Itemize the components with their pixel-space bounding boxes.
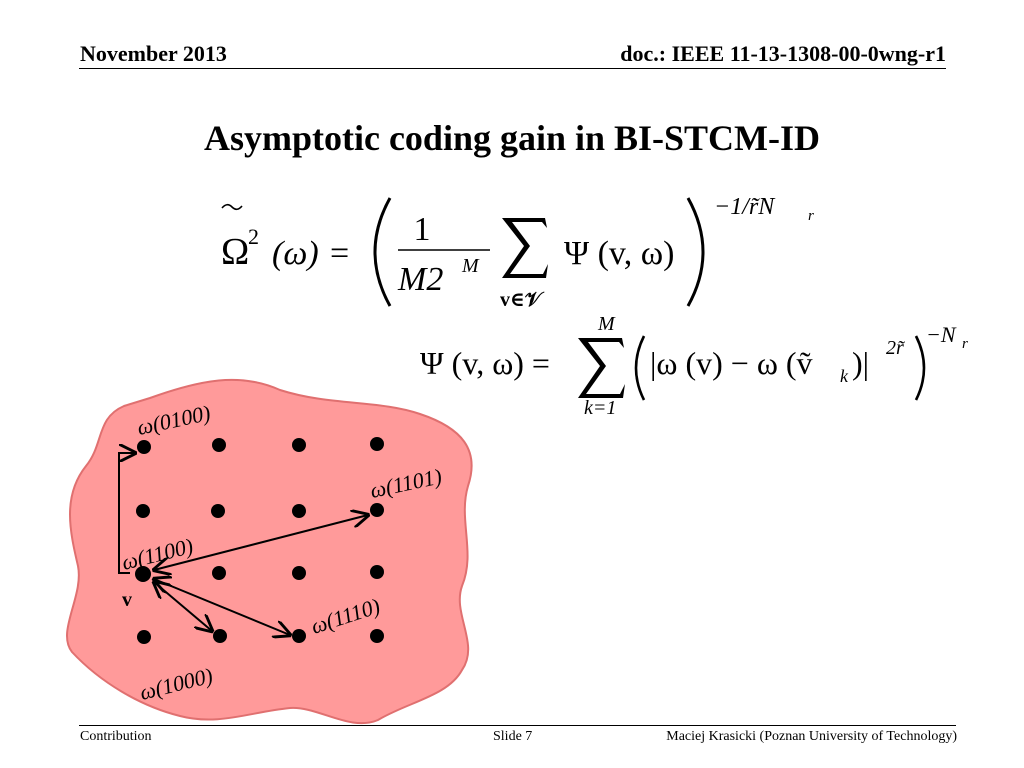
left-paren [373, 197, 392, 307]
eq1-frac-den-sup: M [461, 255, 480, 277]
eq1-exponent: −1/r̃N [714, 194, 776, 220]
eq1-lhs-sup: 2 [248, 224, 259, 249]
header-date: November 2013 [80, 41, 227, 66]
eq2-left-paren [634, 335, 646, 401]
point [370, 565, 384, 579]
point [136, 504, 150, 518]
eq1-lhs-arg: (ω) [272, 235, 319, 272]
eq1-exponent-sub: r [808, 208, 814, 224]
coding-gain-equation: Ω 2 (ω) = 1 M2 M v∈𝒱 Ψ (v, ω) −1/r̃N r [221, 194, 814, 311]
sum-sigma-2 [578, 338, 625, 398]
reference-point-v [135, 566, 151, 582]
eq2-lhs: Ψ (v, ω) = [420, 345, 550, 381]
point [292, 629, 306, 643]
point [137, 630, 151, 644]
point [370, 503, 384, 517]
arrow-to-1110 [154, 579, 290, 635]
distance-arrows [118, 453, 368, 635]
constellation-diagram: ω(0100) ω(1101) ω(1100) v ω(1110) ω(1000… [66, 378, 473, 725]
header-divider [79, 68, 946, 69]
footer-slide-number: Slide 7 [493, 729, 533, 744]
point [370, 437, 384, 451]
tilde-mark [221, 203, 243, 211]
point [212, 566, 226, 580]
eq2-right-paren [914, 335, 926, 401]
eq2-exponent: −N [926, 322, 957, 347]
eq2-body: |ω (v) − ω (ṽ [650, 345, 813, 381]
eq1-sum-sub: v∈𝒱 [500, 289, 545, 311]
point [213, 629, 227, 643]
label-point-v: v [122, 589, 132, 611]
slide-title: Asymptotic coding gain in BI-STCM-ID [203, 118, 821, 158]
eq1-frac-num: 1 [414, 211, 431, 248]
eq2-sum-sup: M [597, 313, 616, 335]
eq1-psi-term: Ψ (v, ω) [564, 235, 674, 272]
arrow-to-0100 [118, 453, 135, 574]
eq1-lhs-symbol: Ω [221, 231, 249, 273]
point [211, 504, 225, 518]
point [292, 504, 306, 518]
right-paren [686, 197, 705, 307]
eq2-sum-sub: k=1 [584, 397, 616, 419]
sum-sigma [502, 218, 548, 278]
eq2-body-end: )| [852, 345, 869, 381]
eq2-body-sup: 2r̃ [886, 337, 905, 359]
psi-definition-equation: Ψ (v, ω) = M k=1 |ω (v) − ω (ṽ k )| 2r̃ … [420, 313, 968, 419]
point [292, 438, 306, 452]
point [137, 440, 151, 454]
footer-author: Maciej Krasicki (Poznan University of Te… [666, 729, 957, 744]
point [370, 629, 384, 643]
footer-left: Contribution [80, 729, 152, 744]
eq1-frac-den: M2 [397, 261, 443, 298]
eq2-body-sub: k [840, 366, 849, 386]
footer-divider [79, 725, 956, 726]
arrow-to-1101 [154, 515, 368, 570]
eq2-exponent-sub: r [962, 336, 968, 352]
point [212, 438, 226, 452]
header-doc-id: doc.: IEEE 11-13-1308-00-0wng-r1 [620, 41, 946, 66]
point [292, 566, 306, 580]
eq1-equals: = [330, 235, 349, 272]
